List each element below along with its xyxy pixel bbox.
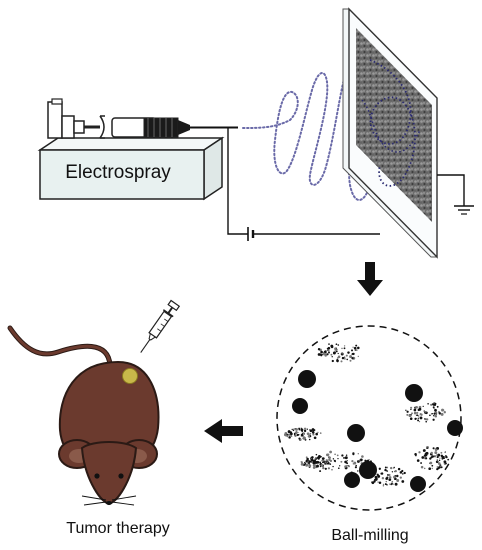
implant-site xyxy=(122,368,138,384)
mouse-whiskers xyxy=(81,495,137,506)
syringe-icon xyxy=(73,115,238,139)
arrow-left-icon xyxy=(204,419,243,443)
milling-ball xyxy=(298,370,316,388)
electrospray-setup: Electrospray xyxy=(37,7,474,259)
milling-balls xyxy=(292,370,463,492)
milling-ball xyxy=(347,424,365,442)
ball-milling-jar xyxy=(276,325,463,511)
tumor-therapy-label: Tumor therapy xyxy=(66,520,169,537)
pump-pusher xyxy=(47,98,75,139)
ball-milling-label: Ball-milling xyxy=(331,527,408,544)
mouse-head xyxy=(80,441,138,506)
fiber-fragment-cluster xyxy=(300,455,330,469)
ground-icon xyxy=(437,174,474,215)
injection-syringe-icon xyxy=(140,299,181,353)
milling-ball xyxy=(292,398,308,414)
milling-ball xyxy=(344,472,360,488)
fiber-fragment-cluster xyxy=(405,402,446,423)
syringe-pump-box xyxy=(37,136,225,201)
collector-plate xyxy=(342,7,438,259)
electrospray-label: Electrospray xyxy=(65,162,171,183)
milling-ball xyxy=(359,461,377,479)
mouse-tail-inner xyxy=(8,326,112,367)
battery-icon xyxy=(227,128,380,241)
collected-fibers xyxy=(369,59,416,187)
fiber-fragment-cluster xyxy=(414,446,450,471)
arrow-down-icon xyxy=(357,262,383,296)
milling-ball xyxy=(410,476,426,492)
mouse-illustration xyxy=(7,325,160,506)
fiber-fragment-cluster xyxy=(314,450,372,474)
fiber-fragment-cluster xyxy=(317,343,360,363)
milling-ball xyxy=(405,384,423,402)
milling-ball xyxy=(447,420,463,436)
spray-jet-fiber xyxy=(242,63,408,201)
fiber-fragment-cluster xyxy=(283,427,322,441)
